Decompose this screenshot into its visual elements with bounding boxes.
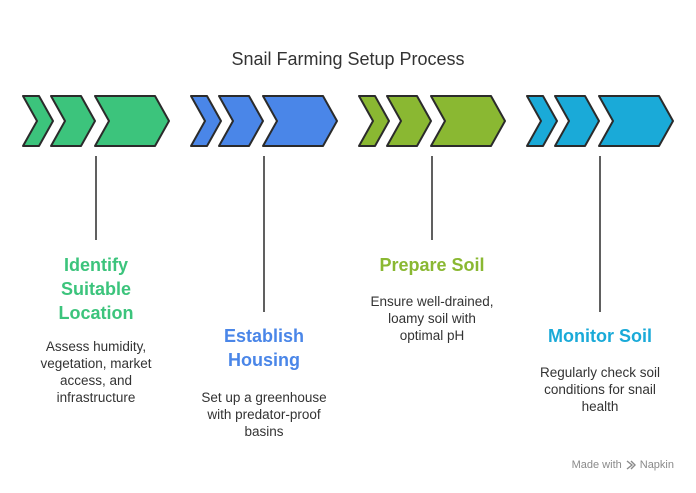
step-1-chevron-2 — [50, 95, 96, 147]
step-2-description: Set up a greenhouse with predator-proof … — [201, 390, 327, 439]
step-4-chevron-2 — [554, 95, 600, 147]
step-4-chevrons — [526, 95, 674, 147]
diagram-title: Snail Farming Setup Process — [231, 49, 465, 69]
step-3-chevron-1 — [358, 95, 390, 147]
step-2-chevron-3 — [262, 95, 338, 147]
step-3-description: Ensure well-drained, loamy soil with opt… — [370, 294, 494, 343]
step-1-chevrons — [22, 95, 170, 147]
step-3-chevron-3 — [430, 95, 506, 147]
step-1-description: Assess humidity, vegetation, market acce… — [40, 339, 152, 405]
step-1-chevron-3 — [94, 95, 170, 147]
made-with-text: Made with — [571, 459, 622, 471]
step-4-title: Monitor Soil — [548, 326, 652, 346]
brand-text: Napkin — [639, 459, 674, 471]
napkin-logo-icon — [626, 460, 636, 470]
step-3-chevron-2 — [386, 95, 432, 147]
step-4-chevron-3 — [598, 95, 674, 147]
step-1-chevron-1 — [22, 95, 54, 147]
step-4-description: Regularly check soil conditions for snai… — [539, 365, 661, 414]
step-2-title: Establish Housing — [223, 326, 305, 370]
step-4-chevron-1 — [526, 95, 558, 147]
step-3-title: Prepare Soil — [379, 255, 485, 275]
footer-credit: Made with Napkin — [572, 459, 674, 471]
step-2-chevron-1 — [190, 95, 222, 147]
step-1-title: Identify Suitable Location — [58, 255, 134, 323]
step-3-chevrons — [358, 95, 506, 147]
step-2-chevron-2 — [218, 95, 264, 147]
step-2-chevrons — [190, 95, 338, 147]
